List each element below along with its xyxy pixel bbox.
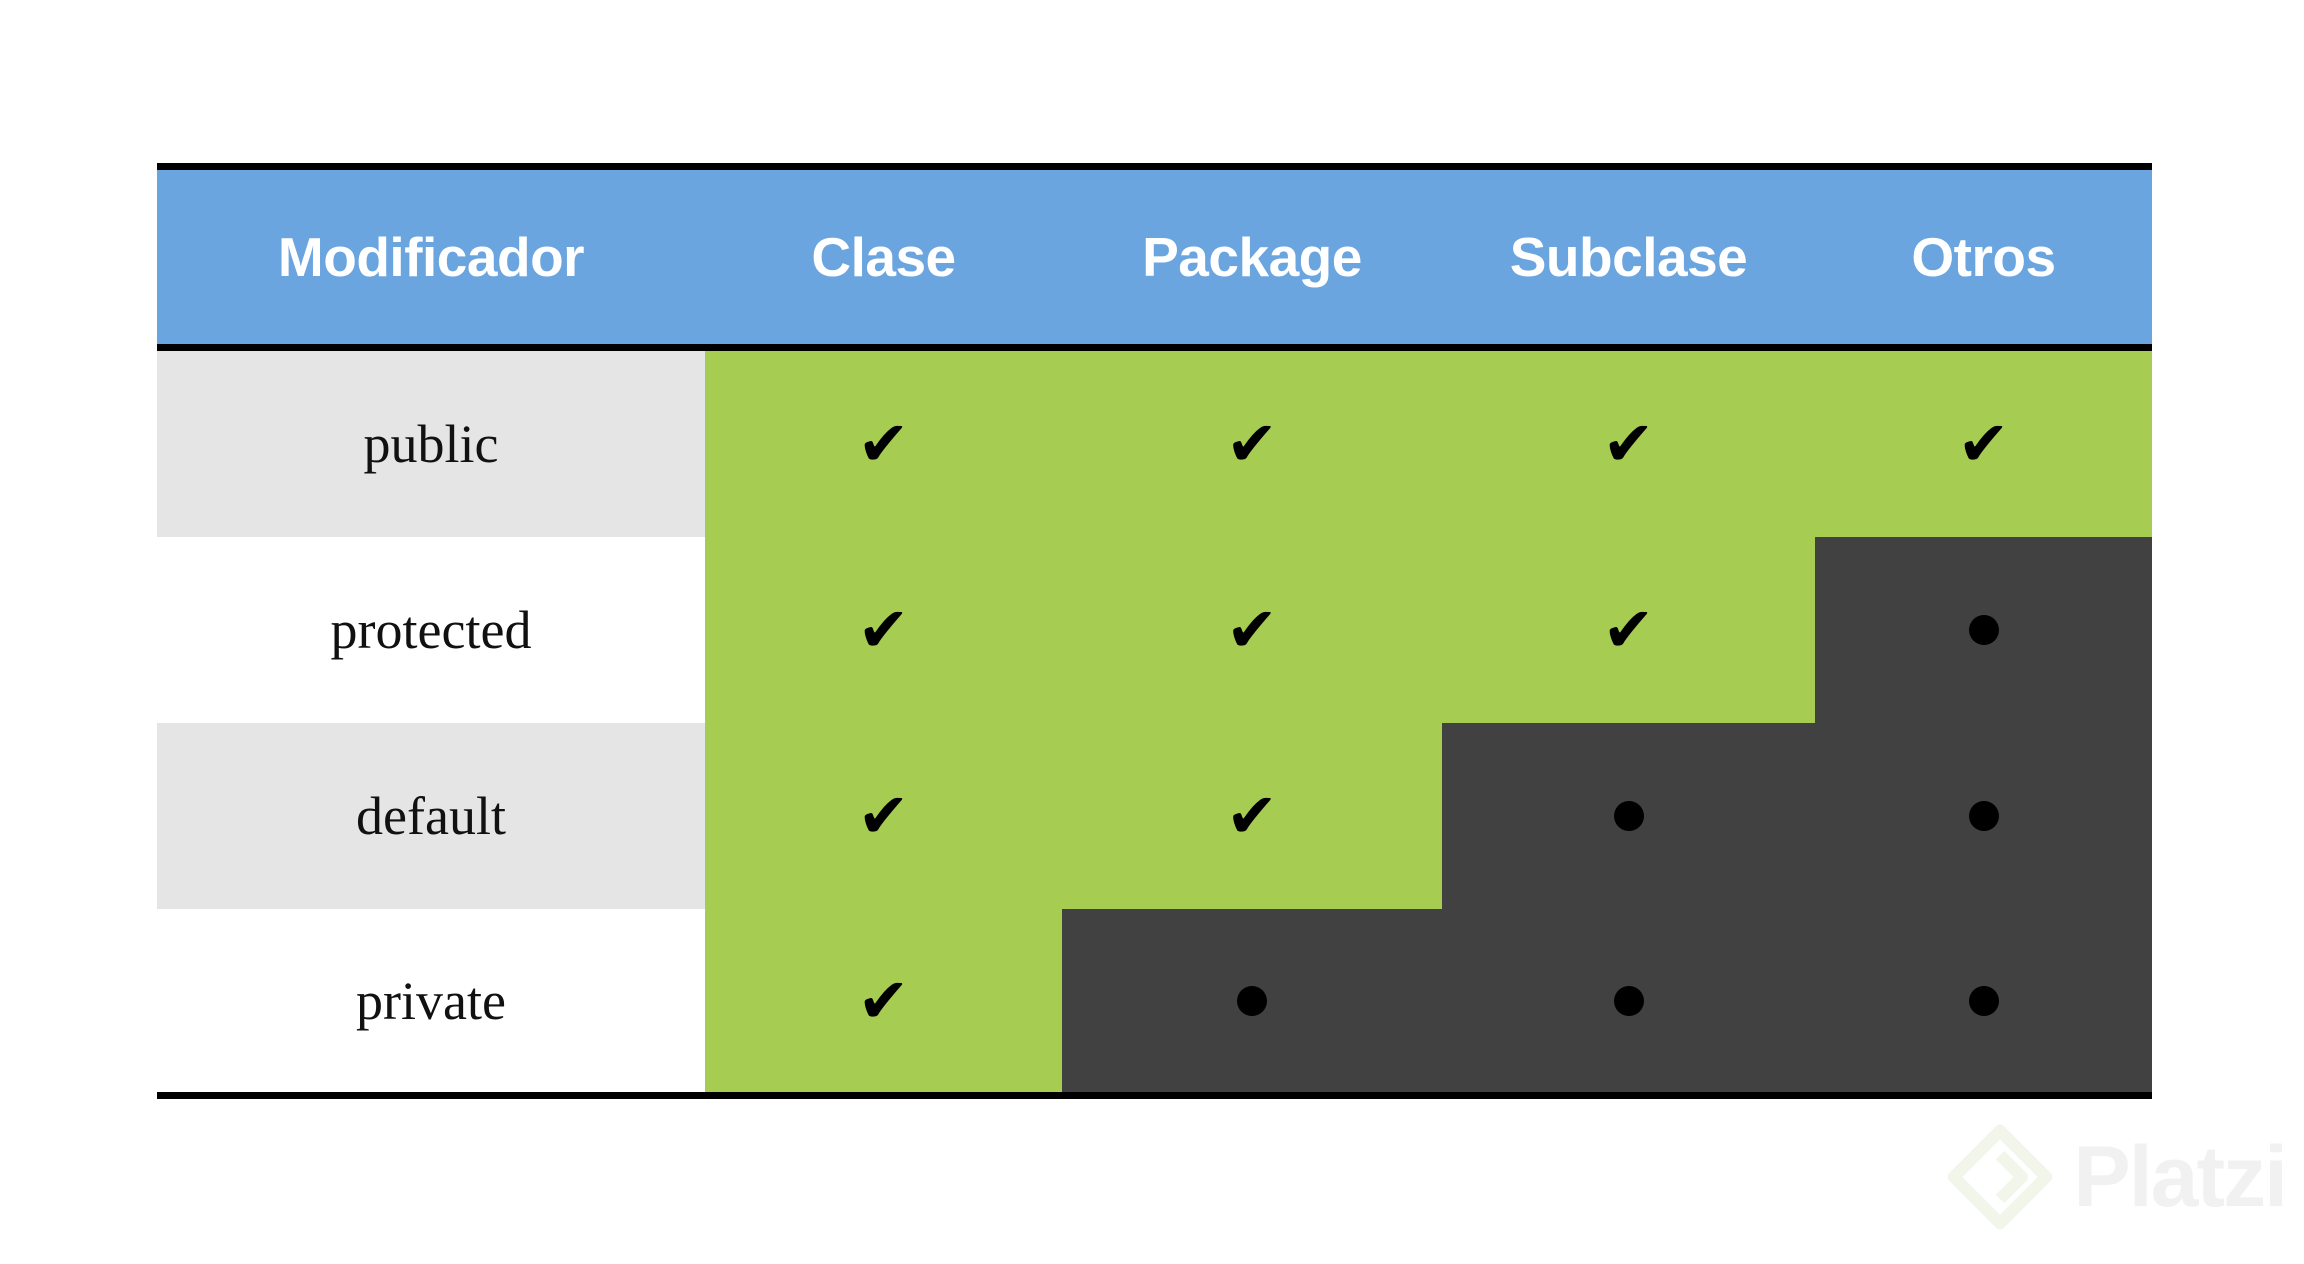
allowed-block-row-protected xyxy=(705,537,1815,723)
column-header-modificador: Modificador xyxy=(277,226,585,288)
cell-public-package: ✔ xyxy=(1062,351,1442,537)
check-icon: ✔ xyxy=(1602,593,1655,666)
platzi-wordmark: Platzi xyxy=(2073,1129,2288,1225)
row-label-private: private xyxy=(356,970,506,1031)
check-icon: ✔ xyxy=(1226,779,1278,852)
cell-public-clase: ✔ xyxy=(705,351,1062,537)
check-icon: ✔ xyxy=(857,963,910,1037)
cell-private-subclase xyxy=(1442,909,1815,1092)
cell-default-clase: ✔ xyxy=(705,723,1062,909)
dot-icon xyxy=(1968,985,1999,1016)
platzi-diamond-icon xyxy=(1948,1124,2053,1230)
cell-private-package xyxy=(1062,909,1442,1092)
cell-private-clase: ✔ xyxy=(705,909,1062,1092)
dot-icon xyxy=(1968,801,1999,831)
table-header-row: Modificador Clase Package Subclase Otros xyxy=(157,170,2152,344)
column-header-clase: Clase xyxy=(811,226,956,288)
check-icon: ✔ xyxy=(1957,407,2010,480)
row-label-public: public xyxy=(157,351,705,537)
allowed-block-row-default xyxy=(705,723,1442,909)
cell-public-subclase: ✔ xyxy=(1442,351,1815,537)
marker-layer: ✔ ✔ ✔ ✔ ✔ ✔ ✔ xyxy=(157,351,2152,1092)
check-icon: ✔ xyxy=(1602,407,1655,480)
denied-block-row-default xyxy=(1442,723,2152,909)
dot-icon xyxy=(1968,615,1999,645)
table-top-rule xyxy=(157,163,2152,170)
dot-icon xyxy=(1237,985,1267,1016)
cell-public-otros: ✔ xyxy=(1815,351,2152,537)
table-bottom-rule xyxy=(157,1092,2152,1099)
allowed-block-row-private xyxy=(705,909,1062,1092)
check-icon: ✔ xyxy=(1226,593,1278,666)
check-icon: ✔ xyxy=(857,407,910,480)
table-header-rule xyxy=(157,344,2152,351)
table-body: public protected default private ✔ ✔ ✔ ✔… xyxy=(157,351,2152,1092)
dot-icon xyxy=(1613,985,1644,1016)
row-label-protected: protected xyxy=(330,600,532,660)
access-modifiers-table: Modificador Clase Package Subclase Otros… xyxy=(157,163,2152,1099)
column-header-otros: Otros xyxy=(1911,226,2056,288)
cell-default-package: ✔ xyxy=(1062,723,1442,909)
cell-default-subclase xyxy=(1442,723,1815,909)
cell-protected-subclase: ✔ xyxy=(1442,537,1815,723)
row-label-column: public protected default private xyxy=(157,351,705,1092)
cell-private-otros xyxy=(1815,909,2152,1092)
check-icon: ✔ xyxy=(857,593,910,666)
check-icon: ✔ xyxy=(1226,407,1278,480)
column-header-subclase: Subclase xyxy=(1509,226,1748,288)
row-label-default: default xyxy=(157,723,705,909)
platzi-watermark: Platzi xyxy=(1945,1122,2288,1232)
cell-default-otros xyxy=(1815,723,2152,909)
cell-protected-otros xyxy=(1815,537,2152,723)
cell-protected-package: ✔ xyxy=(1062,537,1442,723)
check-icon: ✔ xyxy=(857,779,910,852)
cell-protected-clase: ✔ xyxy=(705,537,1062,723)
dot-icon xyxy=(1613,801,1644,831)
column-header-package: Package xyxy=(1142,226,1362,288)
allowed-block-row-public xyxy=(705,351,2152,537)
